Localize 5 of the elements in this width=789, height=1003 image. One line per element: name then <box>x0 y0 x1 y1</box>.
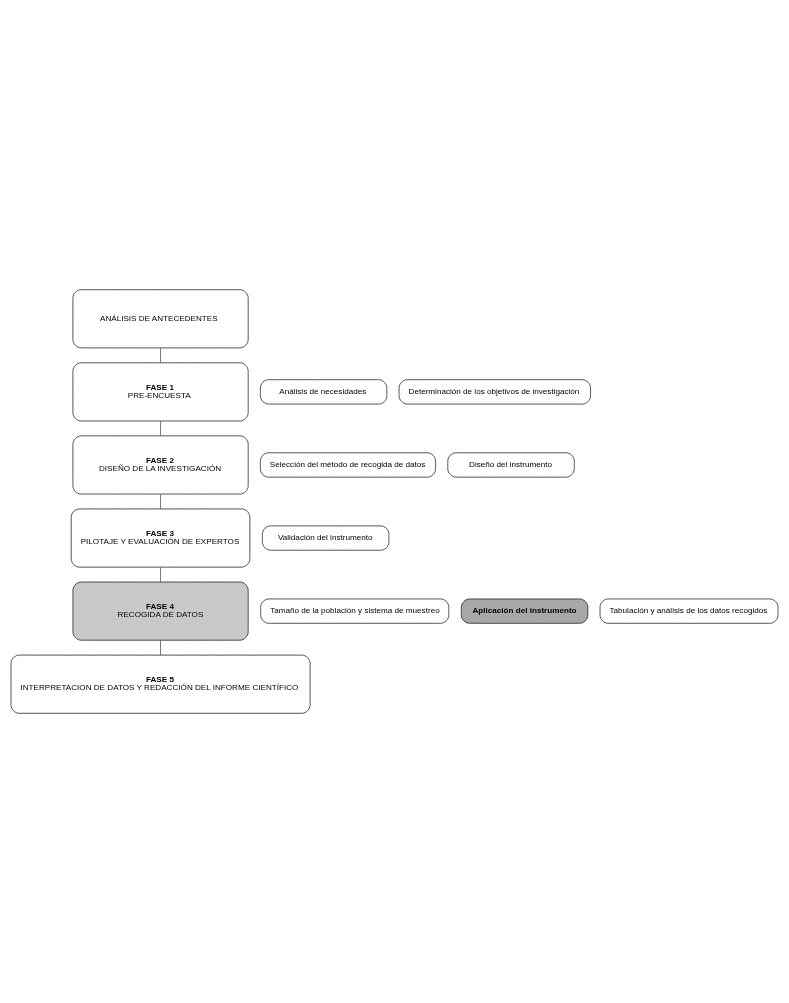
connector <box>160 420 161 437</box>
connector <box>160 640 161 656</box>
connector <box>160 566 161 583</box>
connector <box>160 493 161 510</box>
connector <box>160 347 161 364</box>
